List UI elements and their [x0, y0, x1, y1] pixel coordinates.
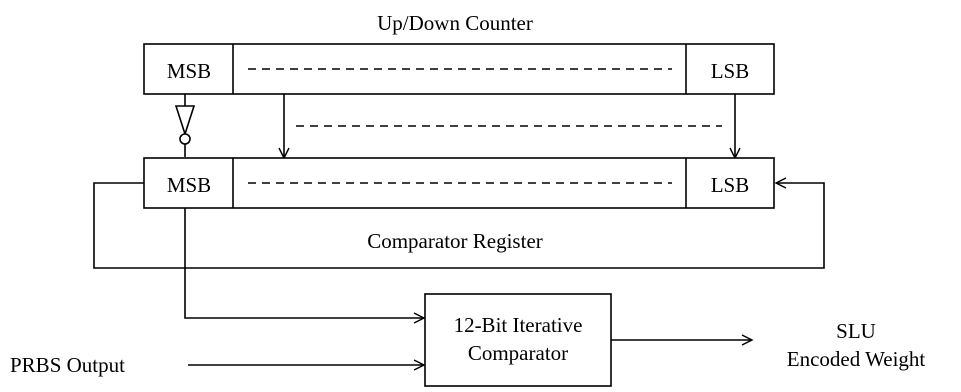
- up-down-counter-register: MSB LSB: [143, 43, 775, 95]
- up-down-counter-msb-label: MSB: [167, 59, 211, 83]
- comparator-label-line1: 12-Bit Iterative: [454, 313, 583, 337]
- slu-label: SLU: [836, 319, 876, 343]
- msb-output-arrowhead: [413, 312, 426, 324]
- up-down-counter-lsb-label: LSB: [711, 59, 750, 83]
- prbs-input: [188, 359, 426, 371]
- msb-output-wire: [184, 208, 424, 319]
- inverter-bubble: [179, 133, 191, 145]
- msb-to-comparator: [184, 208, 426, 324]
- bit-transfer-arrows: [278, 94, 741, 160]
- inverter-triangle: [174, 105, 196, 137]
- up-down-counter-title: Up/Down Counter: [377, 11, 533, 35]
- feedback-arrowhead: [774, 177, 787, 189]
- encoded-weight-label: Encoded Weight: [787, 347, 926, 371]
- prbs-arrowhead: [413, 359, 426, 371]
- comparator-register-msb-label: MSB: [167, 173, 211, 197]
- iterative-comparator: 12-Bit Iterative Comparator: [424, 293, 612, 387]
- comparator-register-lsb-label: LSB: [711, 173, 750, 197]
- comparator-register-title: Comparator Register: [367, 229, 543, 253]
- comparator-box: [424, 293, 612, 387]
- comparator-register: MSB LSB: [143, 157, 775, 209]
- comparator-output: [611, 334, 754, 346]
- output-arrowhead: [741, 334, 754, 346]
- feedback-wire: [93, 182, 825, 269]
- inverter: [174, 94, 196, 157]
- prbs-output-label: PRBS Output: [10, 353, 125, 377]
- feedback-loop: [93, 177, 825, 269]
- comparator-label-line2: Comparator: [468, 341, 568, 365]
